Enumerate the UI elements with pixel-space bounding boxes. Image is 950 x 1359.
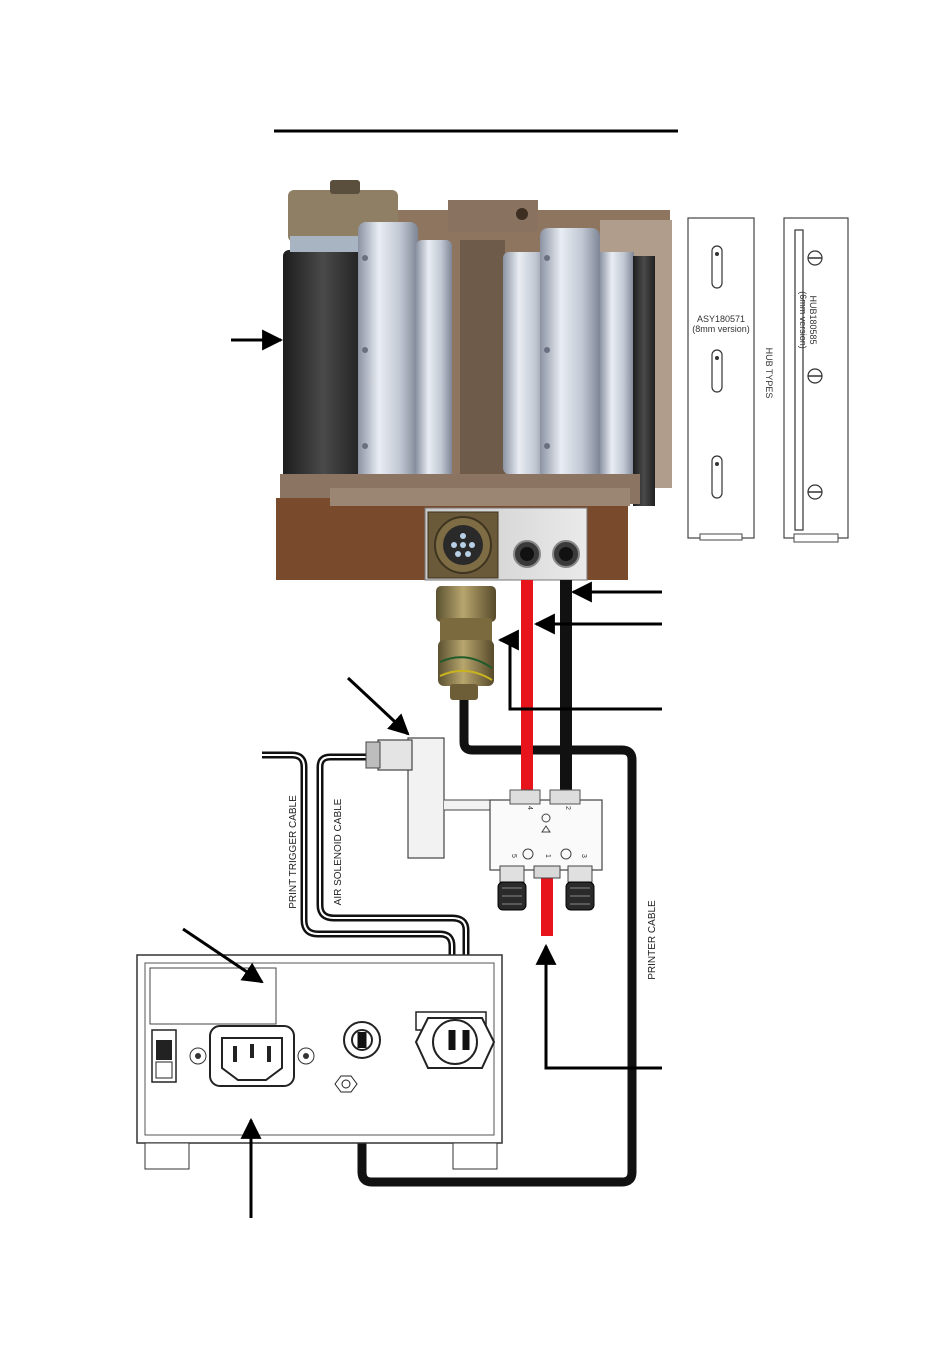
hub-types-title: HUB TYPES — [764, 348, 774, 399]
roller-mid — [416, 240, 452, 482]
printer-cable-label: PRINTER CABLE — [647, 900, 658, 980]
valve-port-3: 3 — [580, 854, 587, 858]
print-trigger-cable-label: PRINT TRIGGER CABLE — [288, 795, 299, 909]
circular-connector-icon — [428, 512, 498, 578]
printer-connector-plug — [436, 586, 496, 700]
air-supply-tube — [541, 876, 553, 936]
silencer-left — [498, 866, 526, 910]
label-panel — [150, 968, 276, 1024]
valve-port-2: 2 — [564, 806, 571, 810]
air-solenoid-cable-label: AIR SOLENOID CABLE — [333, 798, 344, 905]
hub-hub180585 — [784, 218, 848, 538]
air-port-b-icon — [553, 541, 579, 567]
ribbon-roll — [283, 250, 363, 482]
hub1-version-label: (8mm version) — [692, 324, 750, 334]
hub2-part-label: HUB180585 — [808, 295, 818, 344]
arrow-solenoid — [348, 678, 408, 734]
hub-asy180571 — [688, 218, 754, 538]
roller-right — [540, 228, 600, 480]
hub2-version-label: (6mm version) — [798, 291, 808, 349]
solenoid-coil — [408, 738, 444, 858]
valve-port-1: 1 — [544, 854, 551, 858]
hub1-part-label: ASY180571 — [697, 314, 745, 324]
air-port-a-icon — [514, 541, 540, 567]
arrow-air-supply — [546, 946, 662, 1068]
valve-body — [490, 800, 602, 870]
hub-types-panel: ASY180571 (8mm version) HUB TYPES HUB180… — [688, 218, 848, 542]
silencer-right — [566, 866, 594, 910]
valve-port-4: 4 — [526, 806, 533, 810]
air-tube-supply-red — [521, 580, 533, 790]
printer-head — [276, 180, 672, 580]
controller-unit — [137, 955, 502, 1169]
air-tube-return-black — [560, 580, 572, 790]
power-switch-icon — [152, 1030, 176, 1082]
valve-port-5: 5 — [510, 854, 517, 858]
